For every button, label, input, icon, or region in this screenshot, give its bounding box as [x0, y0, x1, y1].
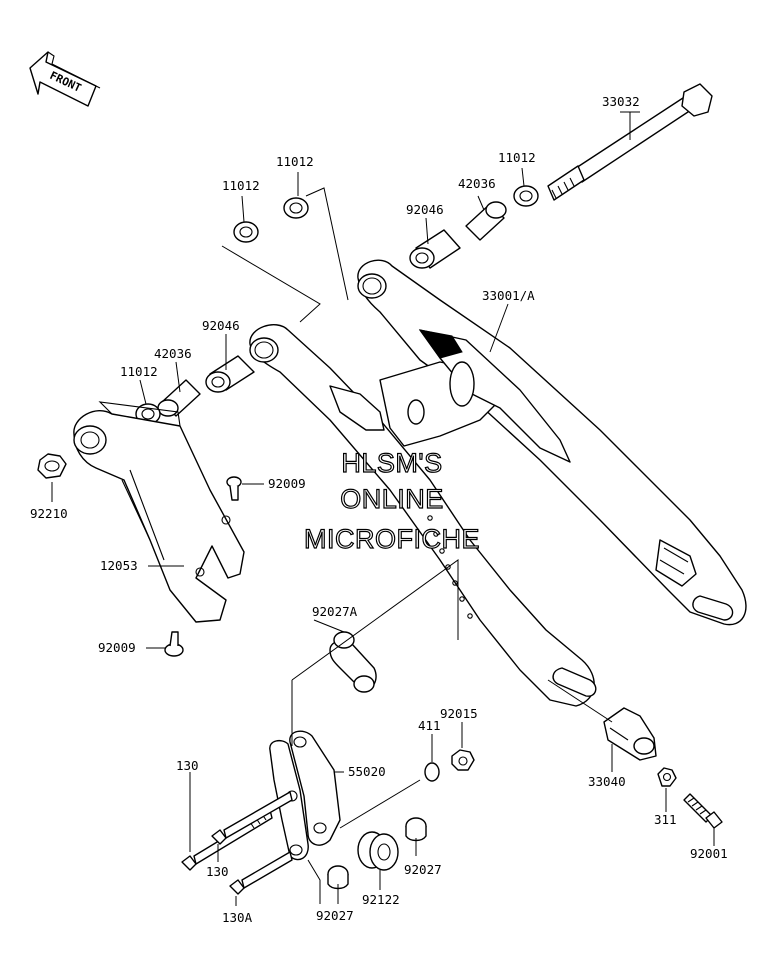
nut-92210 — [37, 453, 67, 479]
nut-311 — [657, 767, 677, 787]
label-11012-d: 11012 — [120, 364, 158, 379]
collar-11012-upper-left-a — [283, 197, 309, 219]
label-92009-b: 92009 — [98, 640, 136, 655]
front-arrow-icon: FRONT — [29, 51, 101, 107]
washer-411 — [424, 762, 440, 782]
label-92015: 92015 — [440, 706, 478, 721]
label-92009-a: 92009 — [268, 476, 306, 491]
label-92210: 92210 — [30, 506, 68, 521]
label-130A: 130A — [222, 910, 253, 925]
chain-adjuster-33040 — [603, 707, 657, 761]
watermark-line-3: MICROFICHE — [304, 524, 480, 554]
swingarm — [249, 259, 747, 707]
label-11012-b: 11012 — [276, 154, 314, 169]
label-92027A: 92027A — [312, 604, 358, 619]
label-92027-a: 92027 — [404, 862, 442, 877]
link-plate-55020 — [269, 730, 341, 861]
watermark-line-2: ONLINE — [340, 484, 444, 514]
label-33001: 33001/A — [482, 288, 535, 303]
leader-lines — [51, 111, 715, 906]
bearing-92046-lower — [205, 355, 255, 393]
spacer-92027A — [329, 631, 377, 693]
label-92027-b: 92027 — [316, 908, 354, 923]
watermark: HLSM'S ONLINE MICROFICHE — [303, 447, 480, 554]
label-411: 411 — [418, 718, 441, 733]
bearing-92046-upper — [409, 229, 461, 269]
bolt-130-middle — [211, 791, 293, 845]
label-92122: 92122 — [362, 892, 400, 907]
chain-guide-12053 — [73, 401, 245, 623]
label-92046-b: 92046 — [202, 318, 240, 333]
label-11012-a: 11012 — [498, 150, 536, 165]
bolt-92001 — [683, 793, 723, 829]
label-130-b: 130 — [206, 864, 229, 879]
label-33040: 33040 — [588, 774, 626, 789]
label-33032: 33032 — [602, 94, 640, 109]
bearing-92122 — [357, 831, 399, 871]
label-311: 311 — [654, 812, 677, 827]
label-130-a: 130 — [176, 758, 199, 773]
bolt-92009-lower — [164, 631, 184, 657]
watermark-line-1: HLSM'S — [341, 448, 442, 478]
collar-92027-right — [405, 817, 427, 842]
label-92046-a: 92046 — [406, 202, 444, 217]
label-42036-a: 42036 — [458, 176, 496, 191]
label-11012-c: 11012 — [222, 178, 260, 193]
collar-11012-upper-left-b — [233, 221, 259, 243]
part-labels: 33032 11012 42036 92046 11012 11012 3300… — [30, 94, 728, 925]
sleeve-42036-upper — [465, 201, 507, 241]
bolt-130A — [229, 851, 293, 895]
bolt-92009-upper — [226, 476, 242, 501]
label-92001: 92001 — [690, 846, 728, 861]
label-12053: 12053 — [100, 558, 138, 573]
collar-11012-upper-right — [513, 185, 539, 207]
label-42036-b: 42036 — [154, 346, 192, 361]
pivot-shaft — [547, 83, 713, 201]
label-55020: 55020 — [348, 764, 386, 779]
nut-92015 — [451, 749, 475, 771]
